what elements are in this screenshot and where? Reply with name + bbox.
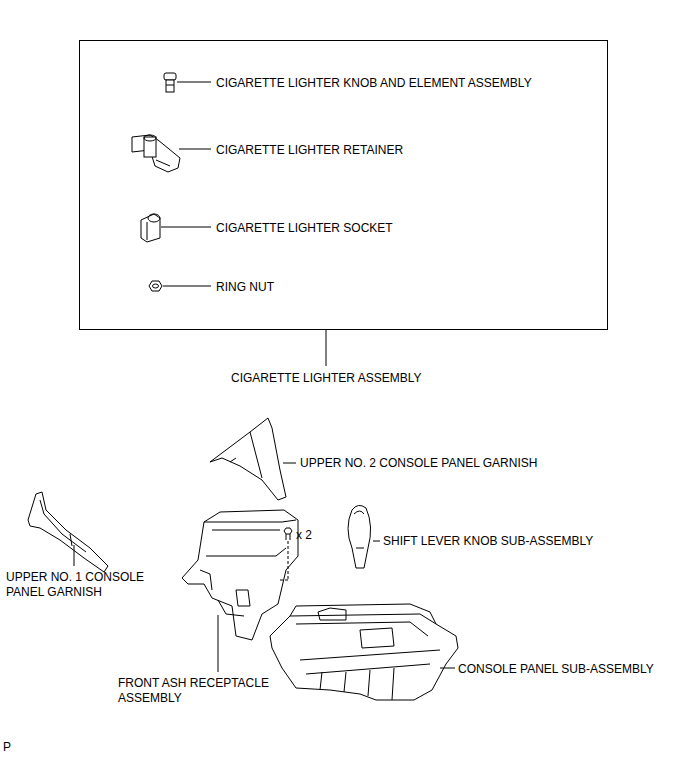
leader-line [218,615,219,672]
leader-line [74,545,75,566]
leader-line [283,463,296,464]
dashed-line [288,541,289,580]
part-name: CONSOLE PANEL SUB-ASSEMBLY [458,662,654,677]
dashed-line [280,580,288,581]
assembly-name: CIGARETTE LIGHTER ASSEMBLY [231,371,422,386]
part-group-box: CIGARETTE LIGHTER KNOB AND ELEMENT ASSEM… [79,40,608,330]
leader-line [326,330,327,366]
receptacle-figure [182,510,298,640]
part-name: FRONT ASH RECEPTACLE ASSEMBLY [118,676,283,706]
part-name: UPPER NO. 2 CONSOLE PANEL GARNISH [300,456,537,471]
part-name: CIGARETTE LIGHTER RETAINER [216,143,403,158]
part-name: UPPER NO. 1 CONSOLE PANEL GARNISH [6,570,156,600]
leader-line [179,149,211,150]
part-name: CIGARETTE LIGHTER SOCKET [216,221,393,236]
leader-line [177,82,211,83]
leader-line [373,541,380,542]
garnish-figure [210,418,286,500]
part-name: SHIFT LEVER KNOB SUB-ASSEMBLY [383,534,593,549]
leader-line [163,286,211,287]
ring-nut-figure [149,281,162,291]
console-panel-figure [270,604,458,700]
retainer-figure [132,135,180,172]
leader-line [161,227,211,228]
knob-figure [164,73,176,92]
quantity-note: x 2 [296,528,312,543]
page-mark: P [3,740,11,755]
garnish-figure [28,492,108,572]
socket-figure [141,214,160,242]
shift-knob-figure [348,505,371,568]
part-name: RING NUT [216,280,274,295]
part-name: CIGARETTE LIGHTER KNOB AND ELEMENT ASSEM… [216,76,532,91]
leader-line [440,668,455,669]
screw-symbol [284,528,292,540]
